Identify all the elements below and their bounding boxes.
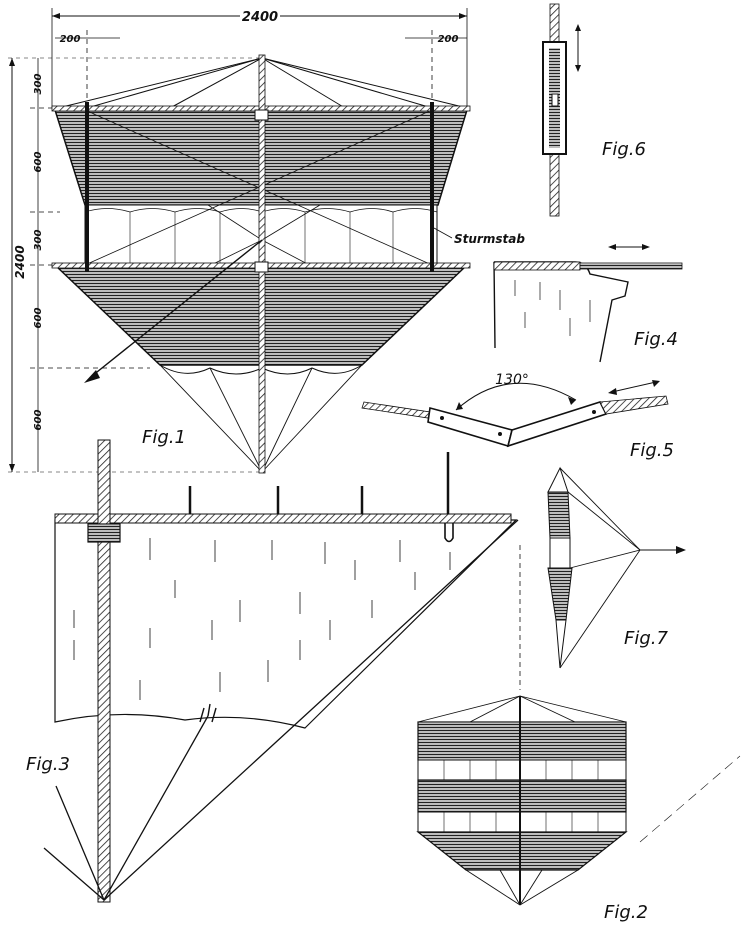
fig5-right-spar <box>599 395 669 415</box>
fig5-angle-label: 130° <box>495 372 529 388</box>
figure-6: Fig.6 <box>542 3 646 217</box>
fig3-top-spar <box>54 513 512 524</box>
fig7-bridle <box>559 467 641 669</box>
figure-7: Fig.7 <box>547 466 686 669</box>
fig2-white-strip-1 <box>417 759 627 781</box>
dimension-left-offset: 200 <box>55 30 120 110</box>
fig5-left-sleeve <box>427 406 513 448</box>
fig2-white-strip-2 <box>417 811 627 833</box>
dimension-total-width: 2400 <box>51 8 468 108</box>
fig3-mast <box>97 439 111 903</box>
dimension-segments: 300 600 300 600 600 <box>30 58 150 472</box>
figure-3: Fig.3 <box>26 439 519 903</box>
fig3-label: Fig.3 <box>26 754 70 775</box>
fig4-move-arrow <box>608 244 650 250</box>
fig7-label: Fig.7 <box>624 628 669 649</box>
dim-seg-600-a: 600 <box>33 152 44 173</box>
fig5-right-sleeve <box>506 401 608 448</box>
fig7-lower-panel <box>547 567 573 621</box>
fig6-label: Fig.6 <box>602 139 646 160</box>
fig5-left-spar <box>361 401 431 419</box>
dim-seg-300-top: 300 <box>33 74 44 95</box>
fig4-label: Fig.4 <box>634 329 678 350</box>
fig4-spar <box>579 262 683 270</box>
figure-5: 130° Fig.5 <box>361 372 674 461</box>
fig2-lower-panel <box>416 831 628 871</box>
figure-2: Fig.2 <box>416 545 741 923</box>
fig6-move-arrow <box>575 24 581 72</box>
fig2-label: Fig.2 <box>604 902 648 923</box>
dim-total-width-label: 2400 <box>242 10 278 25</box>
fig2-bottom-bridle <box>465 869 579 906</box>
fig5-move-arrow <box>608 380 660 395</box>
figure-1: 2400 200 200 2400 300 600 <box>8 8 525 474</box>
dimension-total-height: 2400 <box>8 57 262 473</box>
dim-seg-600-c: 600 <box>33 410 44 431</box>
dim-seg-300-mid: 300 <box>33 230 44 251</box>
dim-total-height-label: 2400 <box>13 245 27 278</box>
dimension-right-offset: 200 <box>405 30 467 110</box>
fig5-label: Fig.5 <box>630 440 674 461</box>
fig2-upper-panel <box>417 721 627 761</box>
fig7-upper-panel <box>547 491 571 539</box>
storm-rod-label: Sturmstab <box>454 232 525 246</box>
wind-direction-arrow <box>84 239 263 383</box>
fig3-pins <box>188 452 450 516</box>
fig3-sail <box>54 519 518 729</box>
dim-seg-600-b: 600 <box>33 308 44 329</box>
fig2-top-bridle <box>417 695 627 723</box>
fig4-sail-edge <box>493 261 629 363</box>
figure-4: Fig.4 <box>493 244 683 363</box>
top-bridle <box>57 57 468 109</box>
dim-right-offset-label: 200 <box>438 34 459 45</box>
dim-left-offset-label: 200 <box>60 34 81 45</box>
storm-rod-annotation: Sturmstab <box>433 227 525 246</box>
fig3-bridle <box>43 519 519 901</box>
fig7-wind-arrow <box>640 546 686 554</box>
fig2-middle-panel <box>417 779 627 813</box>
fig5-angle-arc <box>455 382 577 411</box>
fig1-label: Fig.1 <box>142 427 186 448</box>
